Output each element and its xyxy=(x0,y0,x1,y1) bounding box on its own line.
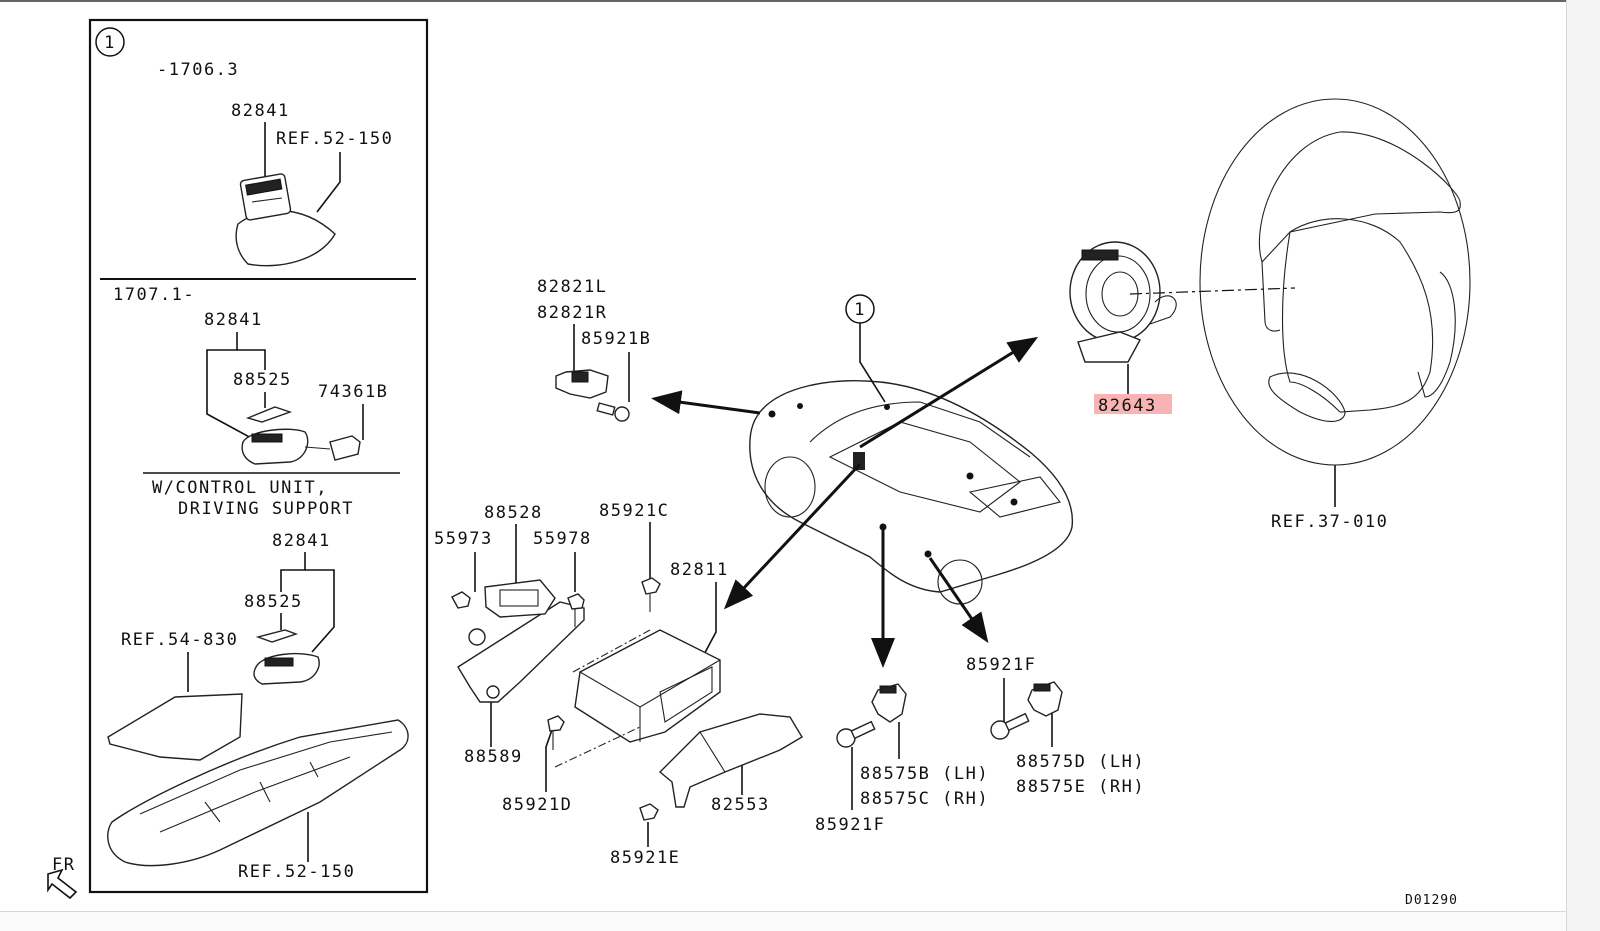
front-direction-indicator: FR xyxy=(47,855,78,900)
leader-line xyxy=(206,332,256,441)
ref-label-52-150[interactable]: REF.52-150 xyxy=(238,862,355,882)
highlight-box xyxy=(1094,394,1172,414)
steering-wheel-group: REF.37-010 xyxy=(1199,98,1471,532)
ref-label-54-830[interactable]: REF.54-830 xyxy=(121,630,238,650)
clock-spring-drawing xyxy=(1069,241,1177,363)
part-label-88528[interactable]: 88528 xyxy=(484,503,543,523)
leader-line xyxy=(316,152,341,213)
g-sensor-drawing xyxy=(451,579,585,703)
arrow-to-side-sensor xyxy=(651,390,761,415)
part-label-88525[interactable]: 88525 xyxy=(233,370,292,390)
console-drawing xyxy=(107,693,409,867)
part-label-85921d[interactable]: 85921D xyxy=(502,795,572,815)
part-label-82821r[interactable]: 82821R xyxy=(537,303,607,323)
switch-part-drawing xyxy=(241,406,361,465)
leader-line xyxy=(305,569,335,653)
date-range-label: -1706.3 xyxy=(157,60,239,80)
bracket-drawing xyxy=(639,713,803,821)
sensor-location-marker xyxy=(797,403,803,409)
part-label-55978[interactable]: 55978 xyxy=(533,529,592,549)
rear-sensor-drawing xyxy=(990,681,1063,740)
horizontal-scrollbar[interactable] xyxy=(0,911,1566,931)
airbag-control-unit-drawing xyxy=(547,577,721,768)
arrow-to-clock-spring xyxy=(859,336,1039,449)
diagram-viewer: 1 -1706.3 82841 REF.52-150 1707.1- 82841… xyxy=(0,0,1566,908)
part-label-85921f[interactable]: 85921F xyxy=(966,655,1036,675)
side-sensor-group: 82821L 82821R 85921B xyxy=(537,277,651,422)
rear-sensor-left-group: 88575B (LH) 88575C (RH) 85921F xyxy=(815,683,989,835)
part-label-55973[interactable]: 55973 xyxy=(434,529,493,549)
part-label-88575b[interactable]: 88575B (LH) xyxy=(860,764,989,784)
side-sensor-drawing xyxy=(555,369,630,422)
part-label-88575e[interactable]: 88575E (RH) xyxy=(1016,777,1145,797)
part-label-82841[interactable]: 82841 xyxy=(272,531,331,551)
part-label-88575d[interactable]: 88575D (LH) xyxy=(1016,752,1145,772)
front-arrow-icon xyxy=(47,868,78,900)
control-unit-group: 88528 55973 55978 85921C 82811 88589 859… xyxy=(434,501,803,868)
control-unit-location xyxy=(853,452,865,470)
leader-line xyxy=(237,349,266,370)
vertical-scrollbar[interactable] xyxy=(1566,0,1600,931)
sensor-location-marker xyxy=(768,410,776,418)
ref-label-37-010[interactable]: REF.37-010 xyxy=(1271,512,1388,532)
part-label-82643[interactable]: 82643 xyxy=(1098,396,1157,416)
sensor-location-marker xyxy=(924,550,932,558)
sensor-location-marker xyxy=(879,523,887,531)
leader-line xyxy=(545,726,554,792)
part-label-85921f[interactable]: 85921F xyxy=(815,815,885,835)
part-label-88589[interactable]: 88589 xyxy=(464,747,523,767)
part-label-85921e[interactable]: 85921E xyxy=(610,848,680,868)
date-range-label: 1707.1- xyxy=(113,285,195,305)
clock-spring-group: 82643 xyxy=(1069,241,1296,416)
part-label-82811[interactable]: 82811 xyxy=(670,560,729,580)
part-label-85921c[interactable]: 85921C xyxy=(599,501,669,521)
part-label-88525[interactable]: 88525 xyxy=(244,592,303,612)
condition-label: DRIVING SUPPORT xyxy=(178,499,354,519)
steering-wheel-drawing xyxy=(1199,98,1471,466)
switch-part-drawing xyxy=(235,173,336,267)
part-label-82841[interactable]: 82841 xyxy=(231,101,290,121)
center-line xyxy=(1129,287,1296,295)
rear-sensor-drawing xyxy=(836,683,907,748)
arrow-to-rear-sensor-right xyxy=(928,557,989,643)
arrow-to-control-unit xyxy=(723,462,862,610)
sensor-location-marker xyxy=(966,472,974,480)
ref-label-52-150[interactable]: REF.52-150 xyxy=(276,129,393,149)
part-label-85921b[interactable]: 85921B xyxy=(581,329,651,349)
condition-label: W/CONTROL UNIT, xyxy=(152,478,328,498)
callout-number: 1 xyxy=(104,33,116,53)
leader-line xyxy=(280,552,306,592)
inset-panel: 1 -1706.3 82841 REF.52-150 1707.1- 82841… xyxy=(88,18,429,894)
vehicle-drawing: 1 xyxy=(749,294,1074,605)
callout-number: 1 xyxy=(854,300,866,320)
part-label-82821l[interactable]: 82821L xyxy=(537,277,607,297)
part-label-88575c[interactable]: 88575C (RH) xyxy=(860,789,989,809)
part-label-82553[interactable]: 82553 xyxy=(711,795,770,815)
location-arrows xyxy=(651,336,1039,668)
sensor-location-marker xyxy=(1010,498,1018,506)
part-label-82841[interactable]: 82841 xyxy=(204,310,263,330)
inset-border xyxy=(88,18,429,894)
part-label-74361b[interactable]: 74361B xyxy=(318,382,388,402)
front-label: FR xyxy=(52,855,75,875)
callout-circle xyxy=(95,27,125,57)
parts-diagram: 1 -1706.3 82841 REF.52-150 1707.1- 82841… xyxy=(47,18,1471,908)
leader-line xyxy=(859,323,886,403)
switch-part-drawing xyxy=(253,629,320,685)
leader-line xyxy=(699,582,717,663)
figure-code: D01290 xyxy=(1405,893,1458,908)
rear-sensor-right-group: 85921F 88575D (LH) 88575E (RH) xyxy=(966,655,1145,797)
